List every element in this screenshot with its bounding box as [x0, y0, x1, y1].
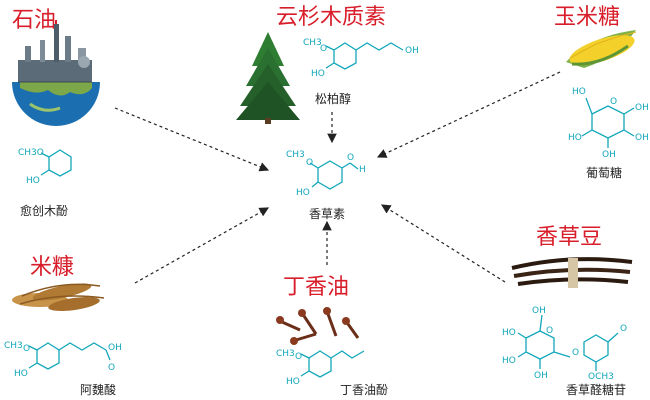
vanillin-aldehyde-h: H: [359, 165, 366, 175]
clove-buds-icon: [276, 307, 360, 345]
source-rice-bran: 米糠 CH3 O HO OH O 阿魏酸: [4, 255, 122, 397]
arrow-corn: [376, 71, 561, 158]
spruce-title: 云杉木质素: [276, 5, 386, 30]
rice-bran-title: 米糠: [30, 255, 74, 280]
vanillin-name: 香草素: [309, 207, 345, 221]
arrow-rice-bran: [134, 207, 270, 284]
glucovanillin-oh-label: OH: [532, 306, 546, 316]
vanillin-oxy-label: O: [306, 158, 313, 168]
ferulic-methyl-label: CH3: [4, 341, 23, 351]
glucovanillin-aldehyde-label: O: [620, 324, 627, 334]
glucovanillin-structure: OH O HO HO OH O OCH3 O: [502, 306, 627, 382]
source-clove: 丁香油 CH3 O HO 丁香油酚: [276, 275, 388, 397]
glucose-o-label: O: [610, 97, 617, 107]
coniferyl-methyl-label: CH3: [303, 38, 322, 48]
vanilla-pods-icon: [511, 257, 633, 288]
petroleum-title: 石油: [12, 8, 56, 33]
source-spruce: 云杉木质素 CH3 O HO OH 松柏醇: [236, 5, 419, 124]
ferulic-o-label: O: [108, 363, 115, 373]
ferulic-oh-label: OH: [108, 343, 122, 353]
coniferyl-alcohol-name: 松柏醇: [315, 91, 351, 106]
glucose-oh3-label: OH: [602, 150, 616, 160]
eugenol-name: 丁香油酚: [340, 383, 388, 397]
vanillin-structure: CH3 O HO O H: [286, 150, 366, 198]
eugenol-structure: CH3 O HO: [276, 349, 365, 387]
glucose-oh1-label: OH: [635, 103, 649, 113]
vanillin-hydroxy-label: HO: [296, 188, 310, 198]
vanilla-title: 香草豆: [536, 225, 602, 250]
glucovanillin-oh2-label: OH: [534, 371, 548, 381]
guaiacol-hydroxy-label: HO: [26, 176, 40, 186]
ferulic-acid-structure: CH3 O HO OH O: [4, 341, 122, 379]
spruce-tree-icon: [236, 32, 300, 124]
source-vanilla: 香草豆 OH O HO HO OH O OCH3 O 香草醛糖苷: [502, 225, 633, 397]
coniferyl-oh-label: OH: [405, 46, 419, 56]
glucose-ho-label: HO: [572, 87, 586, 97]
coniferyl-hydroxy-label: HO: [311, 69, 325, 79]
glucovanillin-o2-label: O: [572, 348, 579, 358]
guaiacol-structure: CH3O HO: [18, 148, 72, 186]
clove-title: 丁香油: [283, 275, 349, 300]
eugenol-oxy-label: O: [295, 352, 302, 362]
glucose-oh2-label: OH: [635, 133, 649, 143]
arrow-vanilla: [380, 204, 506, 283]
ferulic-oxy-label: O: [23, 344, 30, 354]
glucose-name: 葡萄糖: [586, 165, 622, 180]
vanillin-aldehyde-o: O: [347, 153, 354, 163]
rice-bran-icon: [12, 283, 105, 311]
corn-cob-icon: [566, 30, 637, 68]
source-petroleum: 石油 CH3O HO 愈创木酚: [12, 8, 100, 218]
ferulic-hydroxy-label: HO: [14, 369, 28, 379]
coniferyl-alcohol-structure: CH3 O HO OH: [303, 38, 419, 79]
glucose-ho2-label: HO: [568, 133, 582, 143]
eugenol-hydroxy-label: HO: [286, 377, 300, 387]
guaiacol-name: 愈创木酚: [20, 203, 68, 218]
glucovanillin-name: 香草醛糖苷: [566, 382, 626, 397]
vanillin-methyl-label: CH3: [286, 150, 305, 160]
glucovanillin-o1-label: O: [546, 326, 553, 336]
ferulic-acid-name: 阿魏酸: [80, 382, 116, 397]
refinery-globe-icon: [12, 20, 100, 126]
coniferyl-oxy-label: O: [320, 44, 327, 54]
center-vanillin: CH3 O HO O H 香草素: [286, 150, 366, 221]
glucovanillin-och3-label: OCH3: [588, 372, 614, 382]
glucovanillin-ho2-label: HO: [502, 356, 516, 366]
glucose-structure: HO O OH OH HO OH: [568, 87, 649, 160]
arrows: [114, 71, 561, 284]
corn-title: 玉米糖: [554, 5, 620, 30]
glucovanillin-ho1-label: HO: [502, 328, 516, 338]
eugenol-methyl-label: CH3: [276, 349, 295, 359]
guaiacol-methoxy-label: CH3O: [18, 148, 44, 158]
source-corn: 玉米糖 HO O OH OH HO OH 葡萄糖: [554, 5, 649, 180]
